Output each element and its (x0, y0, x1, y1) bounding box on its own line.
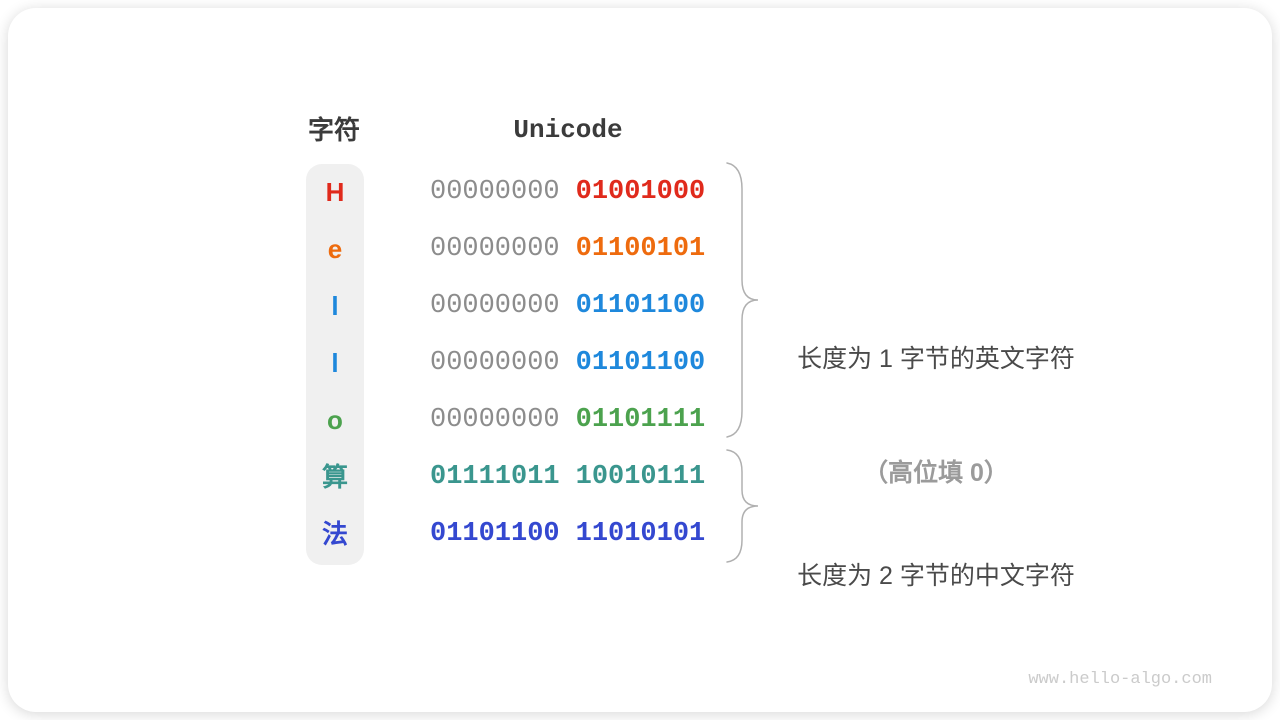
column-header-char: 字符 (307, 115, 360, 145)
unicode-bytes: 01101100 11010101 (430, 519, 705, 549)
unicode-bytes: 00000000 01101111 (430, 405, 705, 435)
table-row: 算 01111011 10010111 (0, 462, 1280, 492)
low-byte: 01001000 (575, 177, 706, 207)
annotation-line: 长度为 1 字节的英文字符 (797, 345, 1075, 373)
high-byte: 00000000 (430, 405, 560, 435)
char-cell: 法 (321, 519, 348, 549)
unicode-bytes: 00000000 01101100 (430, 291, 705, 321)
watermark-url: www.hello-algo.com (1028, 670, 1212, 689)
high-byte: 01101100 (430, 519, 560, 549)
high-byte: 00000000 (430, 177, 560, 207)
figure-card (8, 8, 1272, 712)
char-cell: l (331, 348, 339, 378)
low-byte: 01101100 (575, 291, 706, 321)
high-byte: 00000000 (430, 291, 560, 321)
annotation-chinese-bytes: 长度为 2 字节的中文字符 (766, 481, 1106, 671)
char-cell: 算 (321, 462, 348, 492)
table-row: e 00000000 01100101 (0, 234, 1280, 264)
high-byte: 00000000 (430, 348, 560, 378)
low-byte: 01101100 (575, 348, 706, 378)
char-cell: l (331, 291, 339, 321)
table-row: 法 01101100 11010101 (0, 519, 1280, 549)
table-row: o 00000000 01101111 (0, 405, 1280, 435)
low-byte: 10010111 (575, 462, 706, 492)
char-cell: o (327, 405, 343, 435)
table-row: H 00000000 01001000 (0, 177, 1280, 207)
annotation-line-muted: （高位填 0） (863, 459, 1009, 487)
unicode-bytes: 00000000 01100101 (430, 234, 705, 264)
char-cell: e (327, 234, 343, 264)
low-byte: 01101111 (575, 405, 706, 435)
brace-english-chars (726, 162, 759, 438)
char-column-background (306, 164, 364, 565)
low-byte: 01100101 (575, 234, 706, 264)
table-row: l 00000000 01101100 (0, 291, 1280, 321)
annotation-english-bytes: 长度为 1 字节的英文字符 （高位填 0） (766, 264, 1106, 568)
annotation-line: 长度为 2 字节的中文字符 (797, 562, 1075, 590)
unicode-bytes: 01111011 10010111 (430, 462, 705, 492)
high-byte: 01111011 (430, 462, 560, 492)
low-byte: 11010101 (575, 519, 706, 549)
unicode-bytes: 00000000 01101100 (430, 348, 705, 378)
table-row: l 00000000 01101100 (0, 348, 1280, 378)
brace-chinese-chars (726, 449, 759, 563)
char-cell: H (325, 177, 345, 207)
high-byte: 00000000 (430, 234, 560, 264)
unicode-bytes: 00000000 01001000 (430, 177, 705, 207)
column-header-unicode: Unicode (513, 115, 623, 145)
